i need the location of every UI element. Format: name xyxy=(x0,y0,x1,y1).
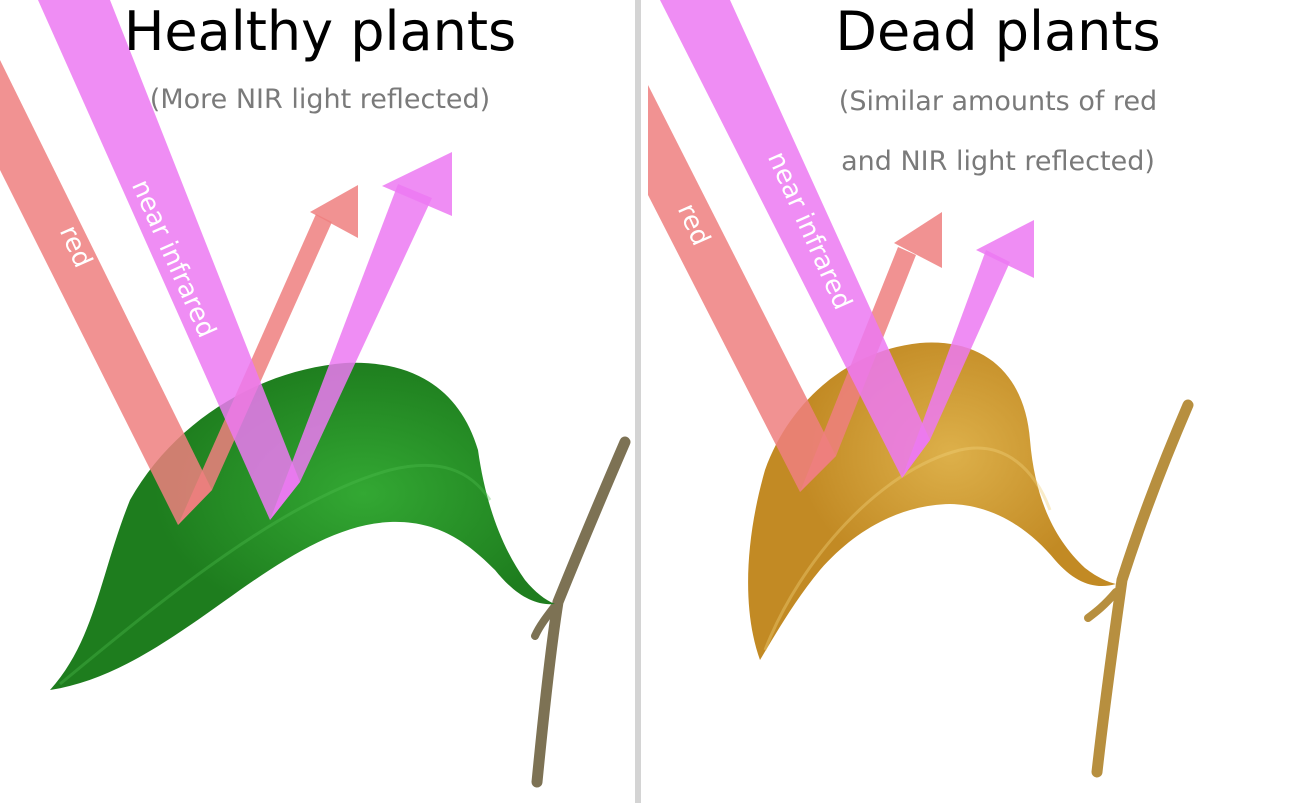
healthy-nir-arrowhead xyxy=(382,152,452,216)
healthy-title: Healthy plants xyxy=(124,0,516,63)
dead-leaf-midrib xyxy=(763,446,1052,651)
healthy-red-beam-in xyxy=(0,60,212,525)
healthy-leaf-midrib xyxy=(59,463,492,686)
healthy-panel: red near infrared Healthy plants (More N… xyxy=(0,0,631,788)
dead-subtitle-line-2: and NIR light reflected) xyxy=(841,146,1155,177)
dead-red-beam-in xyxy=(648,85,836,492)
healthy-subtitle: (More NIR light reflected) xyxy=(150,84,490,115)
dead-nir-beam-in xyxy=(660,0,930,478)
dead-nir-arrowhead xyxy=(976,220,1034,278)
healthy-red-arrowhead xyxy=(310,185,358,238)
panel-divider xyxy=(635,0,641,803)
dead-subtitle-line-1: (Similar amounts of red xyxy=(839,86,1157,117)
healthy-stem-branch xyxy=(531,598,562,640)
dead-leaf xyxy=(748,342,1116,660)
dead-panel: red near infrared Dead plants (Similar a… xyxy=(648,0,1194,778)
dead-title: Dead plants xyxy=(835,0,1160,63)
dead-stem-branch xyxy=(1084,588,1120,622)
healthy-nir-beam-in xyxy=(38,0,300,520)
healthy-nir-beam-out xyxy=(270,184,432,520)
dead-nir-beam-out xyxy=(902,250,1010,478)
dead-stem xyxy=(1091,399,1194,778)
dead-red-arrowhead xyxy=(894,212,942,268)
